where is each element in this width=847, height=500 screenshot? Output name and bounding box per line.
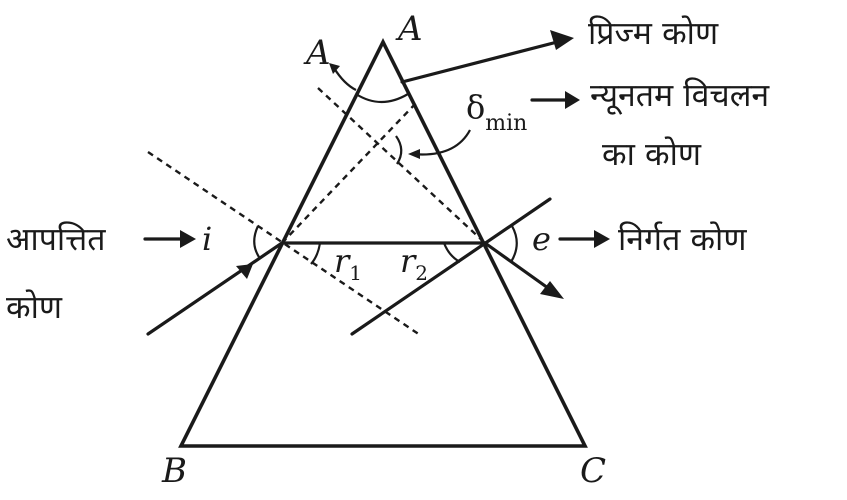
delta-subscript: min <box>485 111 527 136</box>
r1-subscript: 1 <box>349 261 362 285</box>
incidence-pointer-arrowhead <box>180 230 196 248</box>
incident-ray-arrowhead <box>236 264 253 279</box>
emergent-ray <box>483 241 557 295</box>
vertex-label-a: A <box>395 9 423 49</box>
incident-ray <box>146 241 284 336</box>
min-deviation-annotation-line1: न्यूनतम विचलन <box>590 76 770 115</box>
emergence-annotation: निर्गत कोण <box>618 220 747 258</box>
arc-prism-angle <box>355 93 409 104</box>
arc-e <box>510 225 518 263</box>
arc-delta <box>395 135 403 165</box>
apex-label-arrowhead <box>329 63 340 74</box>
delta-leader-arrowhead <box>408 149 420 159</box>
vertex-label-c: C <box>580 451 606 491</box>
min-deviation-pointer-arrowhead <box>565 91 580 109</box>
incidence-annotation-line1: आपत्तित <box>6 220 106 258</box>
delta-leader <box>411 129 471 156</box>
prism-angle-pointer-arrowhead <box>550 30 574 50</box>
angle-label-r1: r1 <box>334 242 362 285</box>
emergent-surface-normal <box>350 197 552 336</box>
arc-i <box>253 225 260 258</box>
incident-ray-extension <box>281 100 419 244</box>
angle-label-r2: r2 <box>400 242 428 285</box>
angle-label-e: e <box>532 220 551 258</box>
emergent-ray-arrowhead <box>540 281 564 299</box>
delta-main: δ <box>466 88 485 126</box>
r2-main: r <box>400 242 417 280</box>
angle-label-i: i <box>202 220 212 258</box>
vertex-label-b: B <box>161 451 187 491</box>
vertex-label-a-secondary: A <box>303 33 331 73</box>
min-deviation-annotation-line2: का कोण <box>602 135 702 173</box>
arc-r2 <box>442 242 461 263</box>
emergent-normal-line <box>317 87 486 244</box>
emergence-pointer-arrowhead <box>594 230 610 248</box>
incidence-annotation-line2: कोण <box>6 288 63 326</box>
apex-label-curve <box>333 67 357 91</box>
arc-r1 <box>310 242 322 265</box>
r1-main: r <box>334 242 351 280</box>
prism-angle-annotation: प्रिज्म कोण <box>588 14 719 52</box>
prism-angle-pointer <box>400 38 567 84</box>
r2-subscript: 2 <box>415 261 428 285</box>
angle-label-delta: δmin <box>466 88 527 136</box>
